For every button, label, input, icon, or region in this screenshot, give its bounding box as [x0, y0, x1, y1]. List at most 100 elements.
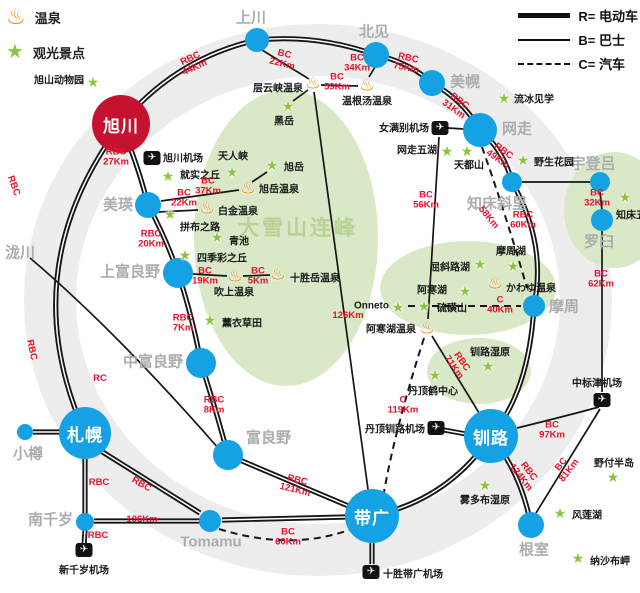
- city-label-utoro: 宇登吕: [570, 155, 616, 173]
- spot-label-kushiro-wetland: 钏路湿原: [470, 347, 510, 359]
- route-bus-fukiage-tokachidake: [242, 274, 271, 277]
- route-label-line: RBC: [129, 474, 154, 495]
- route-label-line: 60Km: [275, 537, 301, 548]
- legend-onsen-row: ♨ 温泉: [6, 6, 85, 28]
- legend-car-label: C= 汽车: [578, 57, 625, 72]
- route-label-line: 27Km: [103, 157, 129, 168]
- spot-label-patchwork-road: 拼布之路: [180, 222, 220, 234]
- spot-icon-onneto: ★: [391, 299, 405, 315]
- city-label-biei: 美瑛: [102, 196, 133, 214]
- spot-icon-wild-flower-garden: ★: [516, 152, 530, 168]
- legend-car-row: C= 汽车: [518, 54, 638, 73]
- route-label-line: 37Km: [195, 186, 221, 197]
- legend-bus-row: B= 巴士: [518, 30, 638, 49]
- onsen-icon-onneyu-onsen: ♨: [359, 75, 375, 95]
- airport-label-memanbetsu-airport: 女满别机场: [379, 123, 429, 135]
- region-daisetsuzan-zone: [194, 90, 378, 386]
- city-label-kitami: 北见: [358, 23, 390, 41]
- city-kushiro: 钏路: [464, 409, 518, 463]
- route-label-line: RBC: [140, 228, 162, 240]
- route-bus-kamifurano-fukiage: [192, 273, 228, 277]
- route-label-line: BC: [545, 419, 559, 431]
- city-label-rausu: 罗臼: [583, 233, 615, 251]
- spot-icon-tenninkyo: ★: [225, 164, 239, 180]
- route-label-line: 62Km: [588, 279, 614, 290]
- spot-icon-kurodake: ★: [281, 98, 295, 114]
- city-label-takikawa: 泷川: [4, 244, 36, 262]
- bus-line-sample: [518, 38, 571, 41]
- route-label-line: BC: [281, 526, 295, 538]
- legend-spot-label: 观光景点: [32, 45, 85, 61]
- route-car-tomamu-obihiro: [218, 528, 350, 542]
- spot-label-drift-ice-watching: 流冰见学: [514, 94, 554, 106]
- spot-icon-kiritappu-wetland: ★: [478, 477, 492, 493]
- city-label-nemuro: 根室: [518, 541, 550, 559]
- city-asahikawa: 旭川: [92, 95, 150, 153]
- onsen-icon-kawayu-onsen: ♨: [487, 273, 503, 293]
- onsen-label-tokachidake-onsen: 十胜岳温泉: [290, 273, 340, 285]
- spot-icon-asahidake: ★: [265, 157, 279, 173]
- spot-icon-cape-nosappu: ★: [571, 550, 585, 566]
- spot-icon-lake-furen: ★: [553, 505, 567, 521]
- onsen-label-akanko-onsen: 阿寒湖温泉: [366, 324, 416, 336]
- route-label-line: 5Km: [247, 276, 269, 287]
- city-label-obihiro: 带广: [354, 508, 390, 528]
- legend-symbols: ♨ 温泉 ★ 观光景点: [6, 6, 85, 76]
- city-label-tomamu: Tomamu: [180, 533, 242, 551]
- city-abashiri: [463, 113, 497, 147]
- onsen-icon: ♨: [6, 4, 26, 29]
- spot-icon-asahiyama-zoo: ★: [86, 74, 100, 90]
- route-rail-sapporo-tomamu-gap: [100, 450, 201, 514]
- route-bus-onneyu-kitami: [368, 66, 376, 78]
- route-label-line: 34Km: [344, 63, 370, 74]
- legend-spot-row: ★ 观光景点: [6, 42, 85, 62]
- route-label-line: 119Km: [387, 405, 419, 416]
- onsen-label-kawayu-onsen: かわゆ温泉: [506, 283, 556, 295]
- route-rail-asahikawa-takikawa-sapporo-gap: [55, 123, 122, 434]
- route-bus-memanbetsu-abashiri: [447, 127, 465, 130]
- airport-label-tokachi-obihiro-airport: 十胜带广机场: [383, 569, 443, 581]
- route-rail-kushiroairport-kushiro-gap: [443, 429, 467, 435]
- city-obihiro: 带广: [345, 489, 399, 543]
- route-label-line: RBC: [88, 476, 110, 488]
- city-kamikawa: [245, 28, 269, 52]
- route-label-line: RBC: [203, 394, 225, 406]
- city-mashu: [523, 295, 545, 317]
- spot-label-lake-mashu: 摩周湖: [496, 246, 526, 258]
- onsen-icon-sounkyo-onsen: ♨: [305, 73, 321, 93]
- city-label-kamifurano: 上富良野: [99, 263, 160, 281]
- route-label-line: RBC: [4, 174, 23, 198]
- spot-label-tentozan: 天都山: [454, 160, 484, 172]
- spot-label-iozan: 硫磺山: [437, 303, 467, 315]
- route-label-takikawa-furano: RC: [93, 373, 107, 384]
- route-rail-tomamu-obihiro-gap: [221, 516, 347, 521]
- spot-icon-shiretoko-five-lakes: ★: [618, 189, 632, 205]
- city-label-nakafurano: 中富良野: [122, 353, 183, 371]
- airport-label-tancho-kushiro-airport: 丹顶钏路机场: [365, 424, 425, 436]
- route-bus-sounkyo-onneyu: [320, 84, 359, 87]
- route-label-line: BC: [350, 52, 364, 64]
- region-kushiro-wetland-zone: [427, 338, 531, 404]
- route-label-line: C: [399, 394, 407, 406]
- route-label-line: C: [496, 294, 504, 306]
- onsen-label-fukiage-onsen: 吹上温泉: [214, 287, 254, 299]
- city-bihoro: [419, 70, 445, 96]
- route-car-akanko-obihiro: [382, 337, 425, 499]
- spot-label-blue-pond: 青池: [229, 236, 249, 248]
- route-bus-biei-asahidake: [160, 189, 240, 202]
- route-bus-akanko-kushiro: [431, 335, 485, 422]
- city-label-shiretoko-shari: 知床斜里: [466, 195, 528, 213]
- spot-icon-tancho-crane-center: ★: [428, 367, 442, 383]
- spot-label-cape-nosappu: 纳沙布岬: [590, 556, 630, 568]
